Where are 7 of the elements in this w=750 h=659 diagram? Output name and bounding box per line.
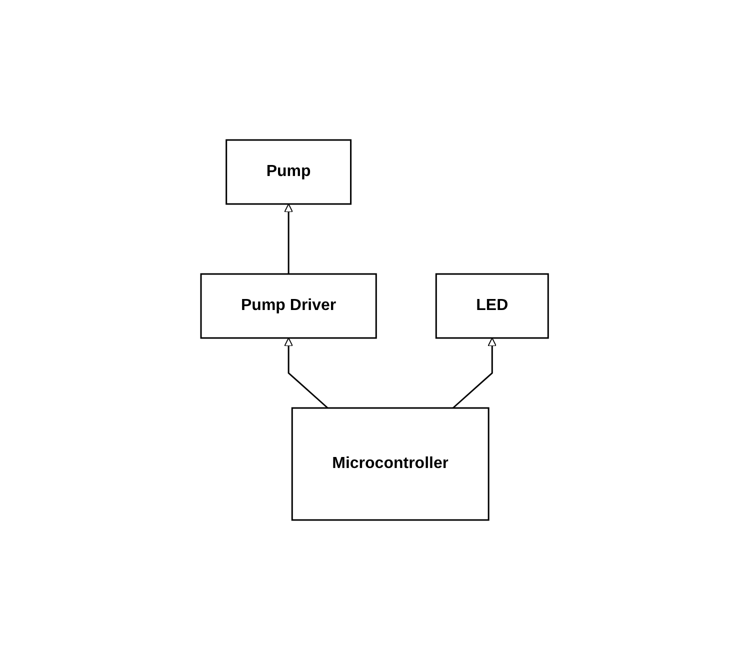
arrow bbox=[284, 203, 294, 274]
arrow bbox=[452, 337, 498, 408]
arrow bbox=[284, 337, 329, 408]
node-box: LED bbox=[436, 272, 550, 338]
node-box: Microcontroller bbox=[292, 406, 490, 520]
node-box: Pump bbox=[226, 138, 352, 204]
node-box: Pump Driver bbox=[200, 272, 378, 338]
